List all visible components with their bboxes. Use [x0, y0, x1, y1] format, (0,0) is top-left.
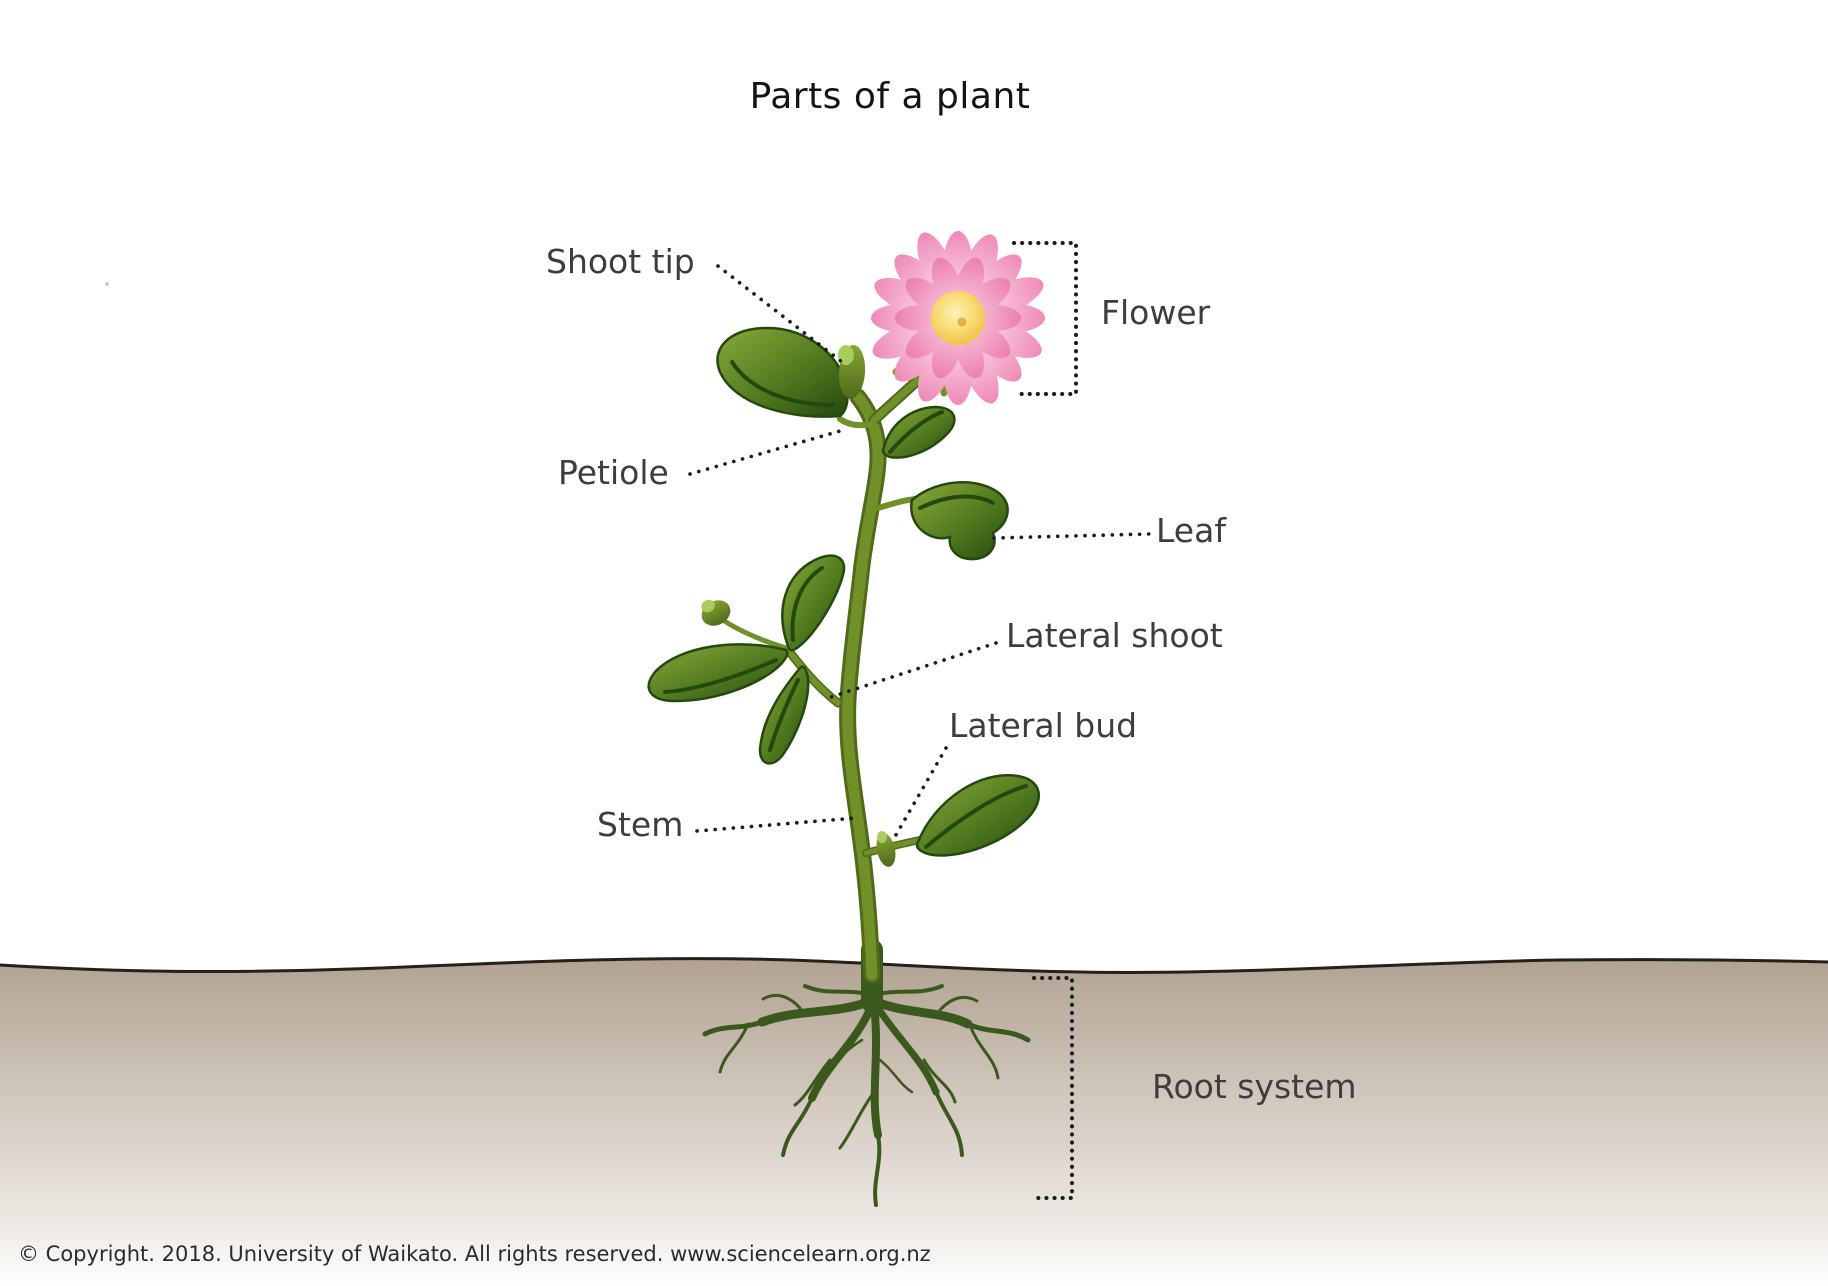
- lateral-shoot-bud: [701, 599, 731, 626]
- label-shoot-tip: Shoot tip: [546, 242, 695, 281]
- page-title: Parts of a plant: [749, 76, 1031, 117]
- root-system-bracket: [1032, 976, 1074, 1200]
- stray-mark: [105, 282, 109, 286]
- soil-ground: [0, 957, 1828, 1286]
- label-leaf: Leaf: [1156, 511, 1226, 550]
- pointer-lateral-shoot: [826, 641, 998, 700]
- pointer-lines: [688, 241, 1151, 1200]
- pointer-leaf: [992, 532, 1151, 540]
- flower-graphic: [871, 231, 1045, 405]
- pointer-lateral-bud: [891, 746, 948, 842]
- label-flower: Flower: [1101, 293, 1211, 332]
- label-stem: Stem: [597, 805, 684, 844]
- pointer-stem: [695, 816, 858, 833]
- leaves-graphic: [647, 326, 1041, 857]
- pointer-petiole: [688, 427, 849, 476]
- label-lateral-shoot: Lateral shoot: [1006, 616, 1223, 655]
- root-system-graphic: [702, 939, 1031, 1207]
- stem-graphic: [715, 349, 948, 984]
- label-petiole: Petiole: [558, 453, 669, 492]
- flower-bracket: [1012, 241, 1078, 396]
- lateral-bud-graphic: [876, 831, 896, 867]
- label-lateral-bud: Lateral bud: [949, 706, 1138, 745]
- pointer-shoot-tip: [716, 264, 844, 364]
- label-root-system: Root system: [1152, 1067, 1357, 1106]
- ground-line: [0, 957, 1828, 974]
- copyright-text: © Copyright. 2018. University of Waikato…: [18, 1242, 931, 1266]
